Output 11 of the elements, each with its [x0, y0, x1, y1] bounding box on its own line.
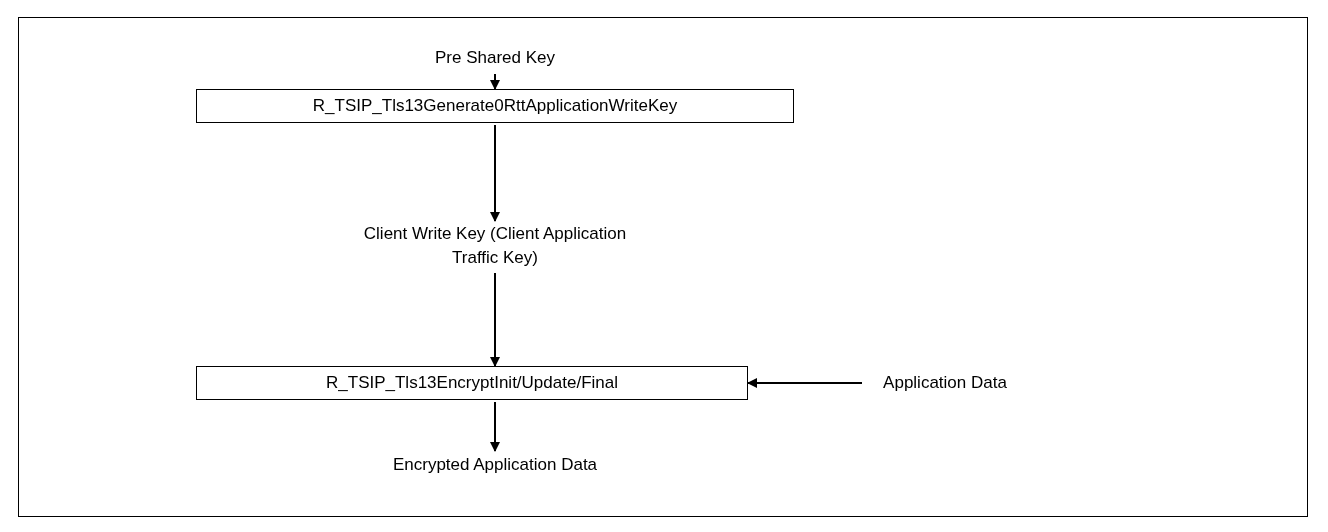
- node-label: Encrypted Application Data: [392, 454, 598, 476]
- arrow: [490, 73, 500, 90]
- node-label: Client Write Key (Client Application Traffic Key): [362, 223, 628, 269]
- process-box: R_TSIP_Tls13Generate0RttApplicationWriteKey: [196, 89, 794, 123]
- arrow: [747, 378, 863, 388]
- process-box: R_TSIP_Tls13EncryptInit/Update/Final: [196, 366, 748, 400]
- node-label: Application Data: [883, 372, 1007, 394]
- arrow: [490, 272, 500, 367]
- arrow: [490, 124, 500, 222]
- arrow: [490, 401, 500, 452]
- node-label: Pre Shared Key: [435, 47, 555, 69]
